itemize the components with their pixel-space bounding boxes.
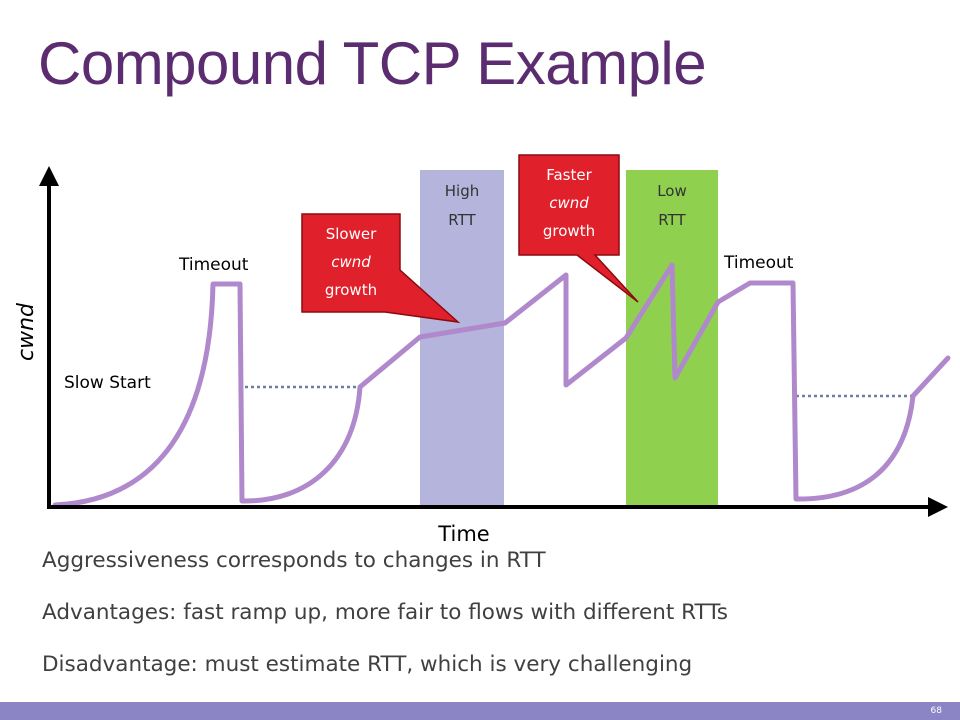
compound-tcp-diagram: High RTT Low RTT cwnd Time Slow Start Ti… [14,154,951,546]
slow-start-label: Slow Start [64,373,151,393]
bullet-item: Disadvantage: must estimate RTT, which i… [42,652,693,677]
high-rtt-band [420,170,504,507]
timeout-label-1: Timeout [178,255,249,275]
x-axis-label: Time [437,522,489,546]
page-number: 68 [930,706,942,716]
low-rtt-label-line2: RTT [658,211,686,229]
bullet-item: Advantages: fast ramp up, more fair to f… [42,600,729,625]
faster-callout-line2: cwnd [549,194,589,212]
y-axis-label: cwnd [14,302,39,361]
slide-title: Compound TCP Example [38,30,707,97]
cwnd-curve [52,262,951,508]
slower-growth-callout: Slower cwnd growth [301,213,461,324]
high-rtt-label-line1: High [445,182,479,200]
faster-callout-line1: Faster [546,166,592,184]
faster-callout-line3: growth [543,222,595,240]
slower-callout-line3: growth [325,281,377,299]
bullet-item: Aggressiveness corresponds to changes in… [42,548,546,573]
low-rtt-label-line1: Low [657,182,687,200]
slower-callout-line2: cwnd [331,253,371,271]
timeout-label-2: Timeout [723,253,794,273]
high-rtt-label-line2: RTT [448,211,476,229]
footer-bar: 68 [0,702,960,720]
faster-growth-callout: Faster cwnd growth [518,154,639,303]
slower-callout-line1: Slower [326,225,377,243]
bullet-list: Aggressiveness corresponds to changes in… [42,548,728,704]
